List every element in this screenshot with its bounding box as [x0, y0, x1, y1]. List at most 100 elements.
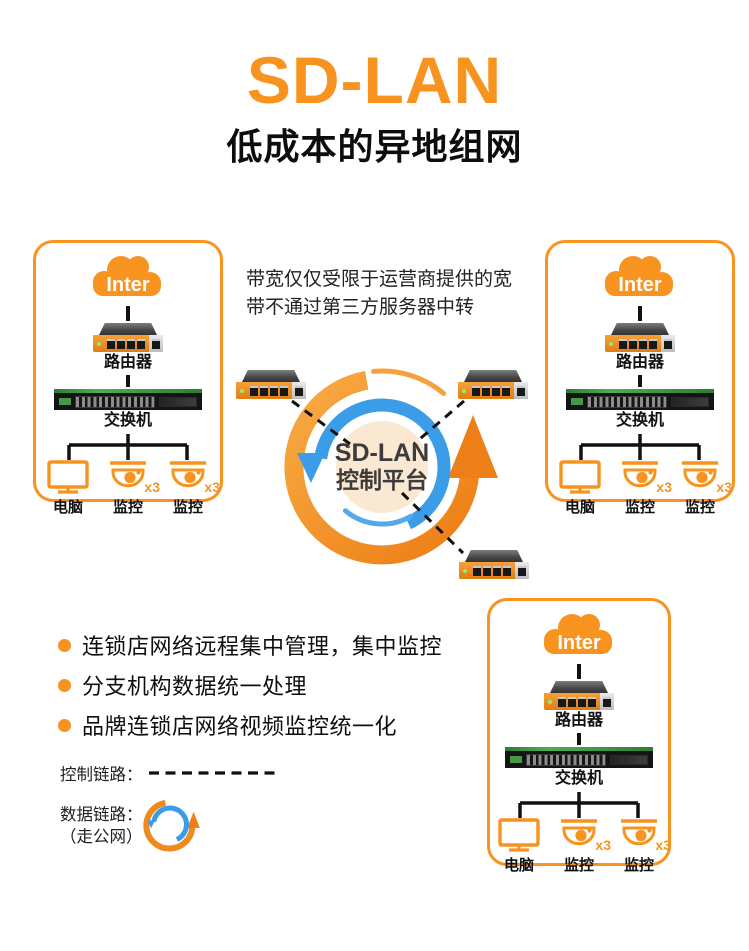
device-pc: 电脑 — [40, 460, 96, 517]
router-label: 路由器 — [615, 354, 664, 371]
connector-line — [126, 306, 130, 321]
site-box-left: Inter 路由器 交换机 电脑 — [33, 240, 223, 516]
page-title: SD-LAN — [246, 43, 503, 117]
platform-role: 控制平台 — [336, 467, 428, 493]
sync-cycle-icon — [143, 799, 200, 852]
devices-row: 电脑 x3 监控 — [40, 460, 220, 517]
router-front — [93, 335, 163, 352]
dome-camera-icon — [110, 461, 146, 488]
internet-cloud-icon: Inter — [88, 252, 168, 304]
cloud-label: Inter — [106, 274, 150, 296]
monitor-icon — [47, 460, 89, 494]
feature-item: 分支机构数据统一处理 — [58, 672, 442, 699]
feature-list: 连锁店网络远程集中管理，集中监控 分支机构数据统一处理 品牌连锁店网络视频监控统… — [58, 632, 442, 752]
site-box-bottom: Inter 路由器 交换机 电脑 — [487, 598, 671, 874]
device-label: 监控 — [624, 499, 655, 516]
device-label: 电脑 — [503, 857, 534, 874]
device-camera: x3 监控 — [612, 460, 672, 517]
site-box-right: Inter 路由器 交换机 电脑 — [545, 240, 735, 516]
blue-arrowhead — [297, 453, 325, 483]
legend-control-link: 控制链路： — [60, 761, 277, 785]
dome-camera-icon — [622, 461, 658, 488]
device-camera: x3 监控 — [551, 818, 611, 875]
internet-cloud-icon: Inter — [539, 610, 619, 662]
device-label: 电脑 — [564, 499, 595, 516]
sd-lan-cycle-diagram — [284, 368, 498, 565]
device-pc: 电脑 — [491, 818, 547, 875]
switch-device — [54, 389, 202, 410]
internet-cloud-icon: Inter — [600, 252, 680, 304]
device-label: 监控 — [172, 499, 203, 516]
router-device — [605, 323, 675, 352]
orange-arc-tail — [371, 368, 447, 396]
camera-count-badge: x3 — [655, 837, 671, 853]
router-device — [93, 323, 163, 352]
legend-data-link: 数据链路： （走公网） — [60, 804, 143, 848]
cloud-label: Inter — [618, 274, 662, 296]
connector-line — [577, 733, 581, 745]
device-pc: 电脑 — [552, 460, 608, 517]
orange-arrowhead — [448, 415, 498, 478]
branch-lines — [579, 434, 701, 460]
connector-line — [126, 375, 130, 387]
router-device — [544, 681, 614, 710]
orange-cycle-arc — [284, 370, 480, 565]
device-camera: x3 监控 — [160, 460, 220, 517]
connector-line — [638, 375, 642, 387]
device-camera: x3 监控 — [672, 460, 732, 517]
dome-camera-icon — [621, 819, 657, 846]
router-device-bottom — [459, 550, 529, 579]
legend-control-label: 控制链路： — [60, 766, 143, 784]
feature-text: 品牌连锁店网络视频监控统一化 — [82, 714, 398, 739]
dashed-link-left — [291, 399, 351, 446]
router-device-right — [458, 370, 528, 399]
connector-line — [638, 306, 642, 321]
router-top — [99, 323, 157, 335]
legend-data-label: 数据链路： — [60, 806, 143, 824]
device-camera: x3 监控 — [611, 818, 671, 875]
monitor-icon — [498, 818, 540, 852]
device-label: 监控 — [623, 857, 654, 874]
devices-row: 电脑 x3 监控 — [552, 460, 732, 517]
camera-count-badge: x3 — [595, 837, 611, 853]
branch-lines — [67, 434, 189, 460]
camera-count-badge: x3 — [144, 479, 160, 495]
monitor-icon — [559, 460, 601, 494]
platform-circle — [336, 421, 428, 513]
dome-camera-icon — [561, 819, 597, 846]
bullet-icon — [58, 678, 71, 692]
dashed-link-line — [148, 771, 277, 775]
bullet-icon — [58, 718, 71, 732]
blue-cycle-arc — [314, 398, 451, 530]
page-subtitle: 低成本的异地组网 — [226, 126, 523, 167]
control-link-lines — [291, 399, 465, 555]
dome-camera-icon — [682, 461, 718, 488]
camera-count-badge: x3 — [656, 479, 672, 495]
led-icon — [609, 341, 613, 346]
device-label: 监控 — [563, 857, 594, 874]
dashed-link-bottom — [400, 491, 465, 555]
dome-camera-icon — [170, 461, 206, 488]
branch-lines — [518, 792, 640, 818]
router-device-left — [236, 370, 306, 399]
feature-text: 连锁店网络远程集中管理，集中监控 — [82, 634, 443, 659]
dashed-link-right — [413, 399, 465, 446]
camera-count-badge: x3 — [716, 479, 732, 495]
router-label: 路由器 — [103, 354, 152, 371]
feature-item: 连锁店网络远程集中管理，集中监控 — [58, 632, 443, 659]
devices-row: 电脑 x3 监控 — [491, 818, 671, 875]
platform-label: SD-LAN 控制平台 — [322, 440, 442, 494]
device-label: 监控 — [112, 499, 143, 516]
blue-arc-tail — [342, 508, 413, 527]
router-label: 路由器 — [554, 712, 603, 729]
device-label: 电脑 — [52, 499, 83, 516]
legend-data-sublabel: （走公网） — [60, 828, 143, 846]
intro-line-1: 带宽仅仅受限于运营商提供的宽 — [246, 269, 513, 290]
intro-line-2: 带不通过第三方服务器中转 — [246, 297, 475, 318]
connector-line — [577, 664, 581, 679]
cloud-label: Inter — [557, 632, 601, 654]
intro-text: 带宽仅仅受限于运营商提供的宽 带不通过第三方服务器中转 — [246, 266, 531, 322]
bullet-icon — [58, 638, 71, 652]
switch-label: 交换机 — [615, 412, 664, 429]
